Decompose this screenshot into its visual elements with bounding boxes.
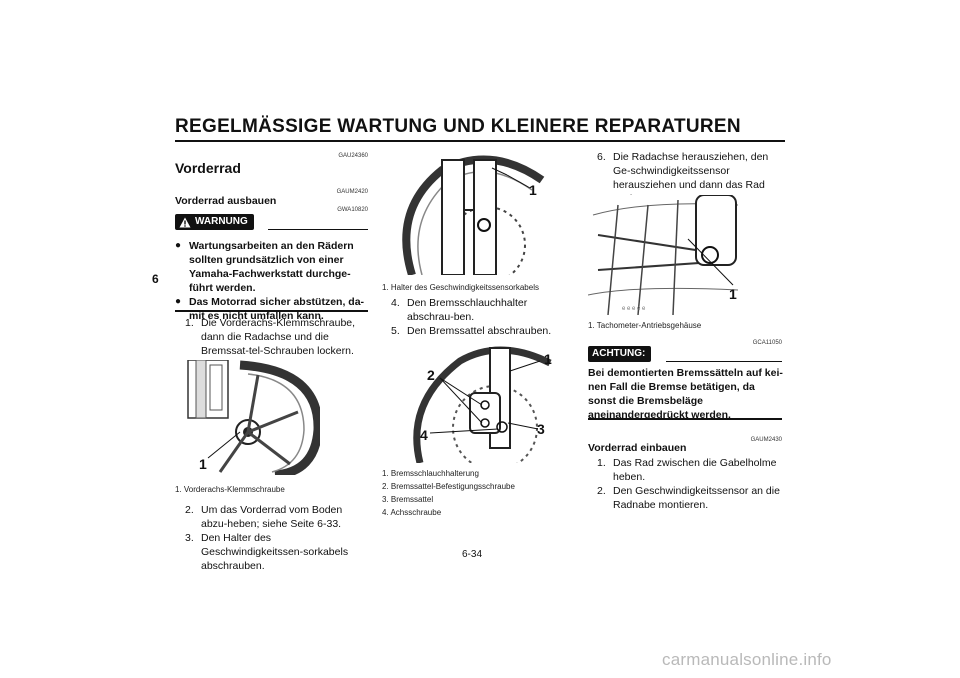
warning-list: ● Wartungsarbeiten an den Rädern sollten…	[175, 239, 370, 323]
page-title: REGELMÄSSIGE WARTUNG UND KLEINERE REPARA…	[175, 116, 741, 137]
title-rule	[175, 140, 785, 142]
ref-code: GWA10820	[337, 207, 368, 213]
axle-removal-illustration: e e e e e	[588, 195, 738, 315]
subsection-heading: Vorderrad ausbauen	[175, 195, 277, 207]
subsection-heading: Vorderrad einbauen	[588, 442, 687, 454]
step-2: 2.Um das Vorderrad vom Boden abzu-heben;…	[185, 504, 343, 530]
chapter-tab: 6	[152, 272, 159, 286]
brake-caliper-illustration	[413, 346, 552, 463]
warning-end-rule	[175, 310, 368, 312]
figure-sensor-holder	[382, 150, 562, 275]
callout-1: 1	[529, 182, 537, 198]
callout-4: 4	[420, 427, 428, 443]
figure-caption: 1. Halter des Geschwindigkeitssensorkabe…	[382, 283, 539, 292]
svg-text:e e e e e: e e e e e	[622, 306, 646, 312]
step-5: 5.Den Bremssattel abschrauben.	[391, 325, 552, 337]
install-steps: 1.Das Rad zwischen die Gabelholme heben.…	[597, 456, 782, 512]
ref-code: GCA11050	[752, 340, 782, 346]
figure-front-axle	[180, 360, 320, 475]
callout-2: 2	[427, 367, 435, 383]
step-3: 3.Den Halter des Geschwindigkeitssen-sor…	[185, 532, 349, 572]
callout-1: 1	[544, 351, 552, 367]
section-heading: Vorderrad	[175, 160, 241, 176]
ref-code: GAUM2430	[750, 437, 782, 443]
figure-caption: 1. Tachometer-Antriebsgehäuse	[588, 321, 702, 330]
caution-badge: ACHTUNG:	[588, 346, 652, 362]
warning-triangle-icon	[179, 217, 191, 227]
callout-1: 1	[729, 286, 737, 302]
caution-label: ACHTUNG:	[592, 348, 646, 359]
caution-rule	[666, 361, 782, 362]
figure-brake-caliper	[400, 343, 560, 463]
caption-item: 4. Achsschraube	[382, 508, 442, 517]
warning-item: ● Wartungsarbeiten an den Rädern sollten…	[175, 240, 354, 294]
page-number: 6-34	[462, 549, 483, 560]
bullet-icon: ●	[175, 240, 182, 251]
install-step: 1.Das Rad zwischen die Gabelholme heben.	[597, 457, 777, 483]
fork-wheel-illustration	[402, 155, 545, 275]
step-1: 1.Die Vorderachs-Klemmschraube, dann die…	[185, 317, 356, 357]
steps-4-5: 4.Den Bremsschlauchhalter abschrau-ben. …	[391, 296, 571, 338]
step-4: 4.Den Bremsschlauchhalter abschrau-ben.	[391, 297, 528, 323]
bullet-icon: ●	[175, 296, 182, 307]
figure-caption: 1. Vorderachs-Klemmschraube	[175, 485, 285, 494]
caption-item: 2. Bremssattel-Befestigungsschraube	[382, 482, 515, 491]
install-step: 2.Den Geschwindigkeitssensor an die Radn…	[597, 485, 780, 511]
warning-label: WARNUNG	[195, 216, 248, 227]
callout-1: 1	[199, 456, 207, 472]
caution-end-rule	[588, 418, 782, 420]
steps-2-3: 2.Um das Vorderrad vom Boden abzu-heben;…	[185, 503, 370, 573]
caption-item: 3. Bremssattel	[382, 495, 434, 504]
figure-speedometer-gear: e e e e e	[588, 195, 738, 315]
ref-code: GAU24360	[338, 153, 368, 159]
watermark: carmanualsonline.info	[662, 650, 832, 669]
figure-caption-list: 1. Bremsschlauchhalterung 2. Bremssattel…	[382, 467, 515, 519]
caution-text: Bei demontierten Bremssätteln auf kei-ne…	[588, 367, 783, 421]
warning-badge: WARNUNG	[175, 214, 254, 230]
caption-item: 1. Bremsschlauchhalterung	[382, 469, 479, 478]
warning-item: ● Das Motorrad sicher abstützen, da-mit …	[175, 296, 365, 322]
ref-code: GAUM2420	[336, 189, 368, 195]
front-wheel-illustration	[187, 360, 320, 475]
warning-rule	[268, 229, 368, 230]
callout-3: 3	[537, 421, 545, 437]
